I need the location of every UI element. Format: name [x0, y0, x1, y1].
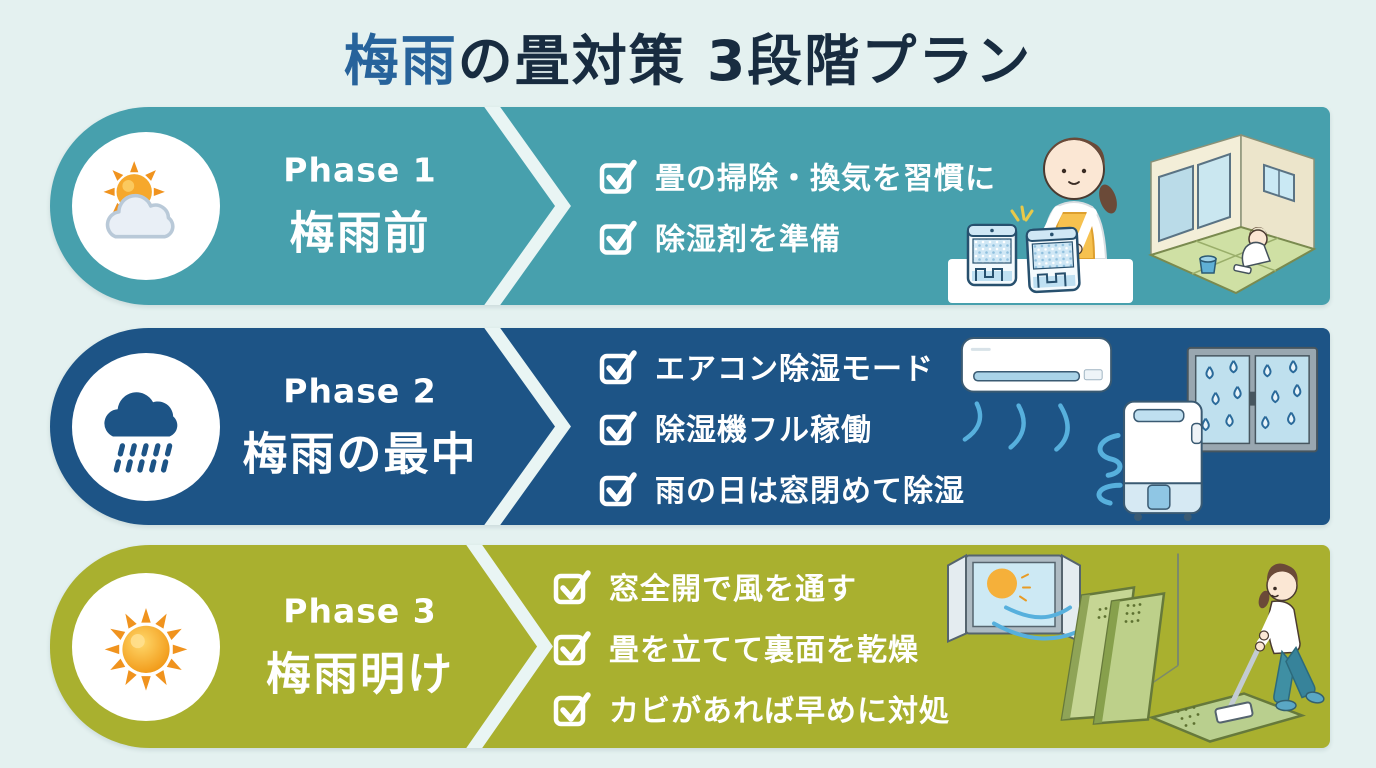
phase2-checklist: エアコン除湿モード 除湿機フル稼働 雨の日は窓閉めて除湿 [598, 344, 965, 510]
sun-behind-cloud-icon [103, 161, 175, 239]
checklist-item: 窓全開で風を通す [552, 564, 950, 608]
phase3-checklist: 窓全開で風を通す 畳を立てて裏面を乾燥 カビがあれば早めに対処 [552, 564, 950, 730]
checked-checkbox-icon [598, 346, 638, 386]
leaning-tatami-mats [1060, 553, 1179, 725]
phase1-icon-badge [72, 132, 220, 280]
phase3-name: 梅雨明け [265, 647, 454, 700]
tatami-room-scene [1148, 133, 1317, 295]
air-conditioner [960, 336, 1113, 393]
phase3-illustration [947, 553, 1325, 743]
swoosh-lines [1096, 432, 1123, 506]
phase2-label: Phase 2 [283, 371, 437, 410]
checked-checkbox-icon [598, 156, 638, 196]
checklist-item: 雨の日は窓閉めて除湿 [598, 466, 965, 510]
open-window-with-sun [947, 553, 1084, 644]
page-title: 梅雨の畳対策 3段階プラン [0, 16, 1376, 96]
phase2-band: Phase 2 梅雨の最中 エアコン除湿モード 除湿機フル稼働 雨の日は窓閉めて… [50, 328, 1330, 525]
woman-mopping-tatami [1148, 563, 1325, 743]
dehumidifier-unit [1123, 400, 1203, 522]
checked-checkbox-icon [598, 217, 638, 257]
phase2-icon-badge [72, 352, 220, 501]
sparkle-marks [1010, 205, 1034, 222]
checklist-item: カビがあれば早めに対処 [552, 686, 950, 730]
phase1-name: 梅雨前 [289, 206, 431, 260]
phase2-illustration [960, 336, 1319, 522]
phase1-band: Phase 1 梅雨前 畳の掃除・換気を習慣に 除湿剤を準備 [50, 107, 1330, 305]
checked-checkbox-icon [598, 407, 638, 447]
checked-checkbox-icon [598, 468, 638, 508]
checklist-item: 畳の掃除・換気を習慣に [598, 154, 996, 198]
woman-with-dehumidifier-boxes [948, 137, 1133, 303]
rain-cloud-icon [104, 391, 178, 477]
dehumidifier-box [966, 223, 1018, 287]
checked-checkbox-icon [552, 688, 592, 728]
phase3-heading: Phase 3 梅雨明け [210, 591, 510, 702]
phase1-label: Phase 1 [283, 150, 437, 190]
phase2-heading: Phase 2 梅雨の最中 [210, 371, 510, 482]
airflow-lines [962, 401, 1070, 452]
rainy-window [1186, 346, 1319, 453]
checklist-item: 除湿剤を準備 [598, 215, 996, 259]
phase1-heading: Phase 1 梅雨前 [210, 151, 510, 262]
checked-checkbox-icon [552, 566, 592, 606]
checked-checkbox-icon [552, 627, 592, 667]
phase1-illustration [948, 133, 1317, 303]
title-highlight: 梅雨 [343, 29, 458, 93]
sun-icon [104, 607, 188, 691]
phase3-band: Phase 3 梅雨明け 窓全開で風を通す 畳を立てて裏面を乾燥 カビがあれば早… [50, 545, 1330, 748]
checklist-item: 畳を立てて裏面を乾燥 [552, 625, 950, 669]
checklist-item: 除湿機フル稼働 [598, 405, 965, 449]
dehumidifier-box-held [1025, 226, 1081, 294]
phase3-label: Phase 3 [283, 591, 437, 630]
checklist-item: エアコン除湿モード [598, 344, 965, 388]
title-rest: の畳対策 3段階プラン [457, 29, 1033, 93]
phase2-name: 梅雨の最中 [242, 427, 478, 480]
phase1-checklist: 畳の掃除・換気を習慣に 除湿剤を準備 [598, 154, 996, 259]
phase3-icon-badge [72, 572, 220, 721]
